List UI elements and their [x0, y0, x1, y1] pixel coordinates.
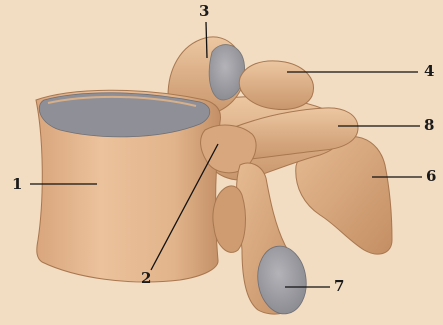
accessory-process: [213, 186, 246, 252]
label-spinous-process: 6: [426, 169, 436, 184]
label-transverse-process: 8: [424, 118, 434, 133]
label-inferior-articular-process: 7: [334, 279, 344, 294]
label-pedicle: 2: [141, 271, 151, 286]
label-superior-articular-process: 3: [199, 4, 209, 19]
label-vertebral-body: 1: [12, 177, 22, 192]
label-mammillary-process: 4: [424, 64, 434, 79]
